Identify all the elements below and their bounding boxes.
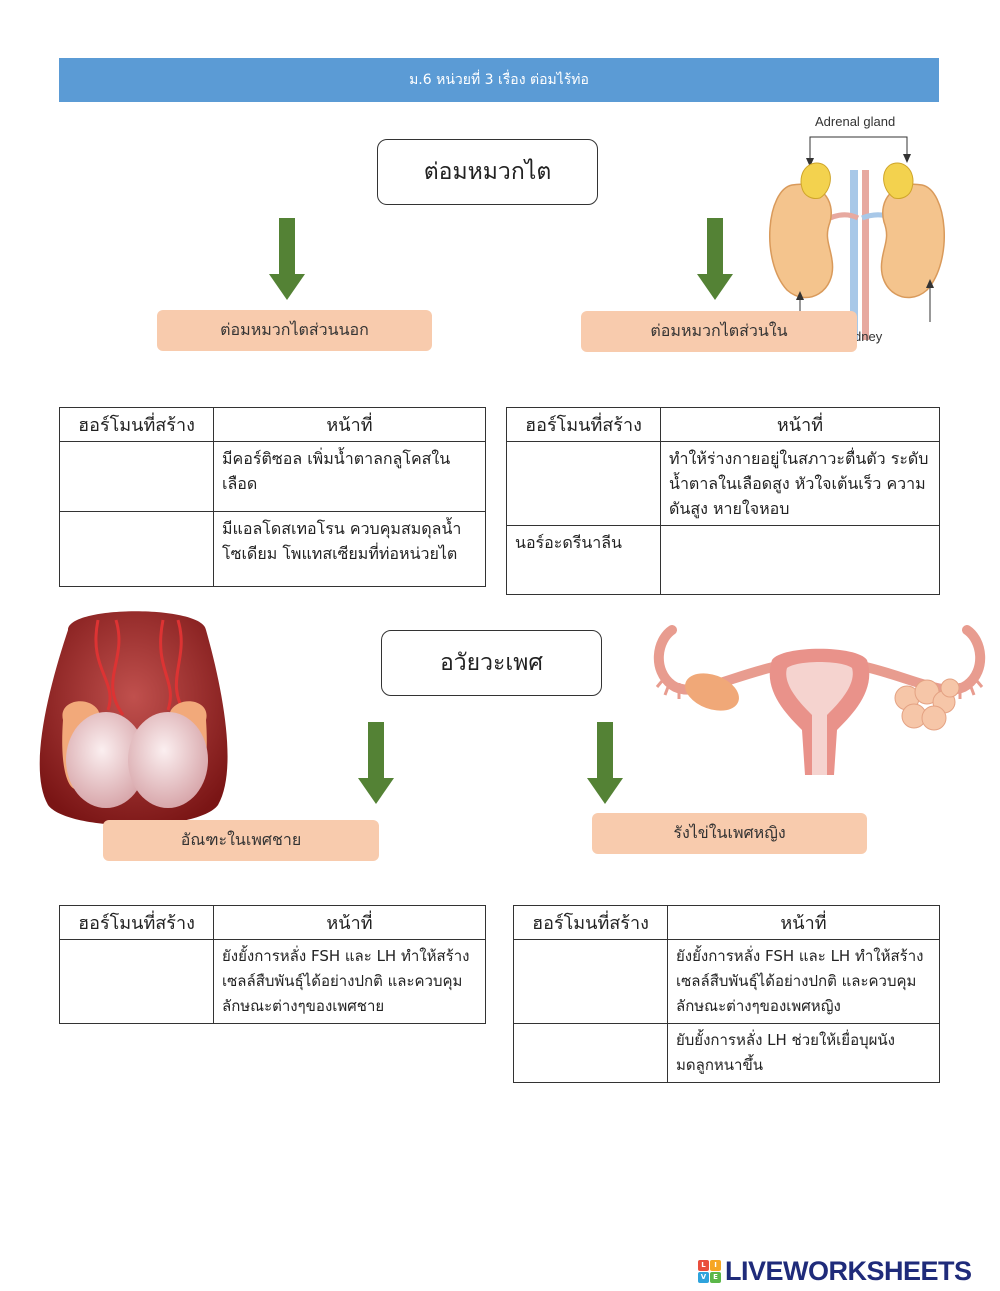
table-row: นอร์อะดรีนาลีน xyxy=(506,525,940,595)
down-arrow-icon xyxy=(358,722,394,804)
liveworksheets-logo: L I V E LIVEWORKSHEETS xyxy=(698,1256,972,1287)
hormone-answer-cell[interactable] xyxy=(59,511,214,587)
worksheet-header: ม.6 หน่วยที่ 3 เรื่อง ต่อมไร้ท่อ xyxy=(59,58,939,102)
hormone-answer-cell[interactable] xyxy=(513,1023,668,1083)
column-header-function: หน้าที่ xyxy=(660,407,940,442)
function-cell: ยังยั้งการหลั่ง FSH และ LH ทำให้สร้างเซล… xyxy=(213,939,486,1024)
function-cell: มีคอร์ติซอล เพิ่มน้ำตาลกลูโคสในเลือด xyxy=(213,441,486,512)
adrenal-kidney-illustration: Adrenal gland dney xyxy=(769,114,945,344)
adrenal-cortex-label: ต่อมหมวกไตส่วนนอก xyxy=(157,310,432,351)
testes-illustration xyxy=(39,611,228,826)
column-header-function: หน้าที่ xyxy=(213,905,486,940)
down-arrow-icon xyxy=(697,218,733,300)
adrenal-medulla-table: ฮอร์โมนที่สร้าง หน้าที่ ทำให้ร่างกายอยู่… xyxy=(506,407,940,595)
ovaries-table: ฮอร์โมนที่สร้าง หน้าที่ ยังยั้งการหลั่ง … xyxy=(513,905,940,1083)
function-answer-cell[interactable] xyxy=(660,525,940,595)
column-header-hormone: ฮอร์โมนที่สร้าง xyxy=(506,407,661,442)
table-row: ทำให้ร่างกายอยู่ในสภาวะตื่นตัว ระดับน้ำต… xyxy=(506,441,940,526)
down-arrow-icon xyxy=(587,722,623,804)
hormone-answer-cell[interactable] xyxy=(59,441,214,512)
ovaries-label: รังไข่ในเพศหญิง xyxy=(592,813,867,854)
column-header-hormone: ฮอร์โมนที่สร้าง xyxy=(59,407,214,442)
function-cell: ยับยั้งการหลั่ง LH ช่วยให้เยื่อบุผนังมดล… xyxy=(667,1023,940,1083)
column-header-hormone: ฮอร์โมนที่สร้าง xyxy=(59,905,214,940)
logo-text: LIVEWORKSHEETS xyxy=(725,1256,972,1286)
table-row: ยังยั้งการหลั่ง FSH และ LH ทำให้สร้างเซล… xyxy=(59,939,486,1024)
adrenal-image-top-label: Adrenal gland xyxy=(815,114,895,129)
table-row: ยับยั้งการหลั่ง LH ช่วยให้เยื่อบุผนังมดล… xyxy=(513,1023,940,1083)
hormone-answer-cell[interactable] xyxy=(506,441,661,526)
function-cell: ทำให้ร่างกายอยู่ในสภาวะตื่นตัว ระดับน้ำต… xyxy=(660,441,940,526)
column-header-hormone: ฮอร์โมนที่สร้าง xyxy=(513,905,668,940)
adrenal-medulla-label: ต่อมหมวกไตส่วนใน xyxy=(581,311,857,352)
gonads-title-box: อวัยวะเพศ xyxy=(381,630,602,696)
function-cell: มีแอลโดสเทอโรน ควบคุมสมดุลน้ำ โซเดียม โพ… xyxy=(213,511,486,587)
adrenal-cortex-table: ฮอร์โมนที่สร้าง หน้าที่ มีคอร์ติซอล เพิ่… xyxy=(59,407,486,587)
adrenal-title: ต่อมหมวกไต xyxy=(423,159,552,185)
table-row: มีคอร์ติซอล เพิ่มน้ำตาลกลูโคสในเลือด xyxy=(59,441,486,512)
gonads-title: อวัยวะเพศ xyxy=(439,650,544,676)
down-arrow-icon xyxy=(269,218,305,300)
hormone-cell: นอร์อะดรีนาลีน xyxy=(506,525,661,595)
testes-label: อัณฑะในเพศชาย xyxy=(103,820,379,861)
table-row: ยังยั้งการหลั่ง FSH และ LH ทำให้สร้างเซล… xyxy=(513,939,940,1024)
logo-badge-icon: L I V E xyxy=(698,1260,721,1283)
function-cell: ยังยั้งการหลั่ง FSH และ LH ทำให้สร้างเซล… xyxy=(667,939,940,1024)
column-header-function: หน้าที่ xyxy=(667,905,940,940)
adrenal-title-box: ต่อมหมวกไต xyxy=(377,139,598,205)
table-row: มีแอลโดสเทอโรน ควบคุมสมดุลน้ำ โซเดียม โพ… xyxy=(59,511,486,587)
hormone-answer-cell[interactable] xyxy=(59,939,214,1024)
hormone-answer-cell[interactable] xyxy=(513,939,668,1024)
column-header-function: หน้าที่ xyxy=(213,407,486,442)
uterus-ovaries-illustration xyxy=(653,625,986,775)
adrenal-image-bottom-label: dney xyxy=(854,329,883,344)
testes-table: ฮอร์โมนที่สร้าง หน้าที่ ยังยั้งการหลั่ง … xyxy=(59,905,486,1024)
header-title: ม.6 หน่วยที่ 3 เรื่อง ต่อมไร้ท่อ xyxy=(409,72,589,88)
